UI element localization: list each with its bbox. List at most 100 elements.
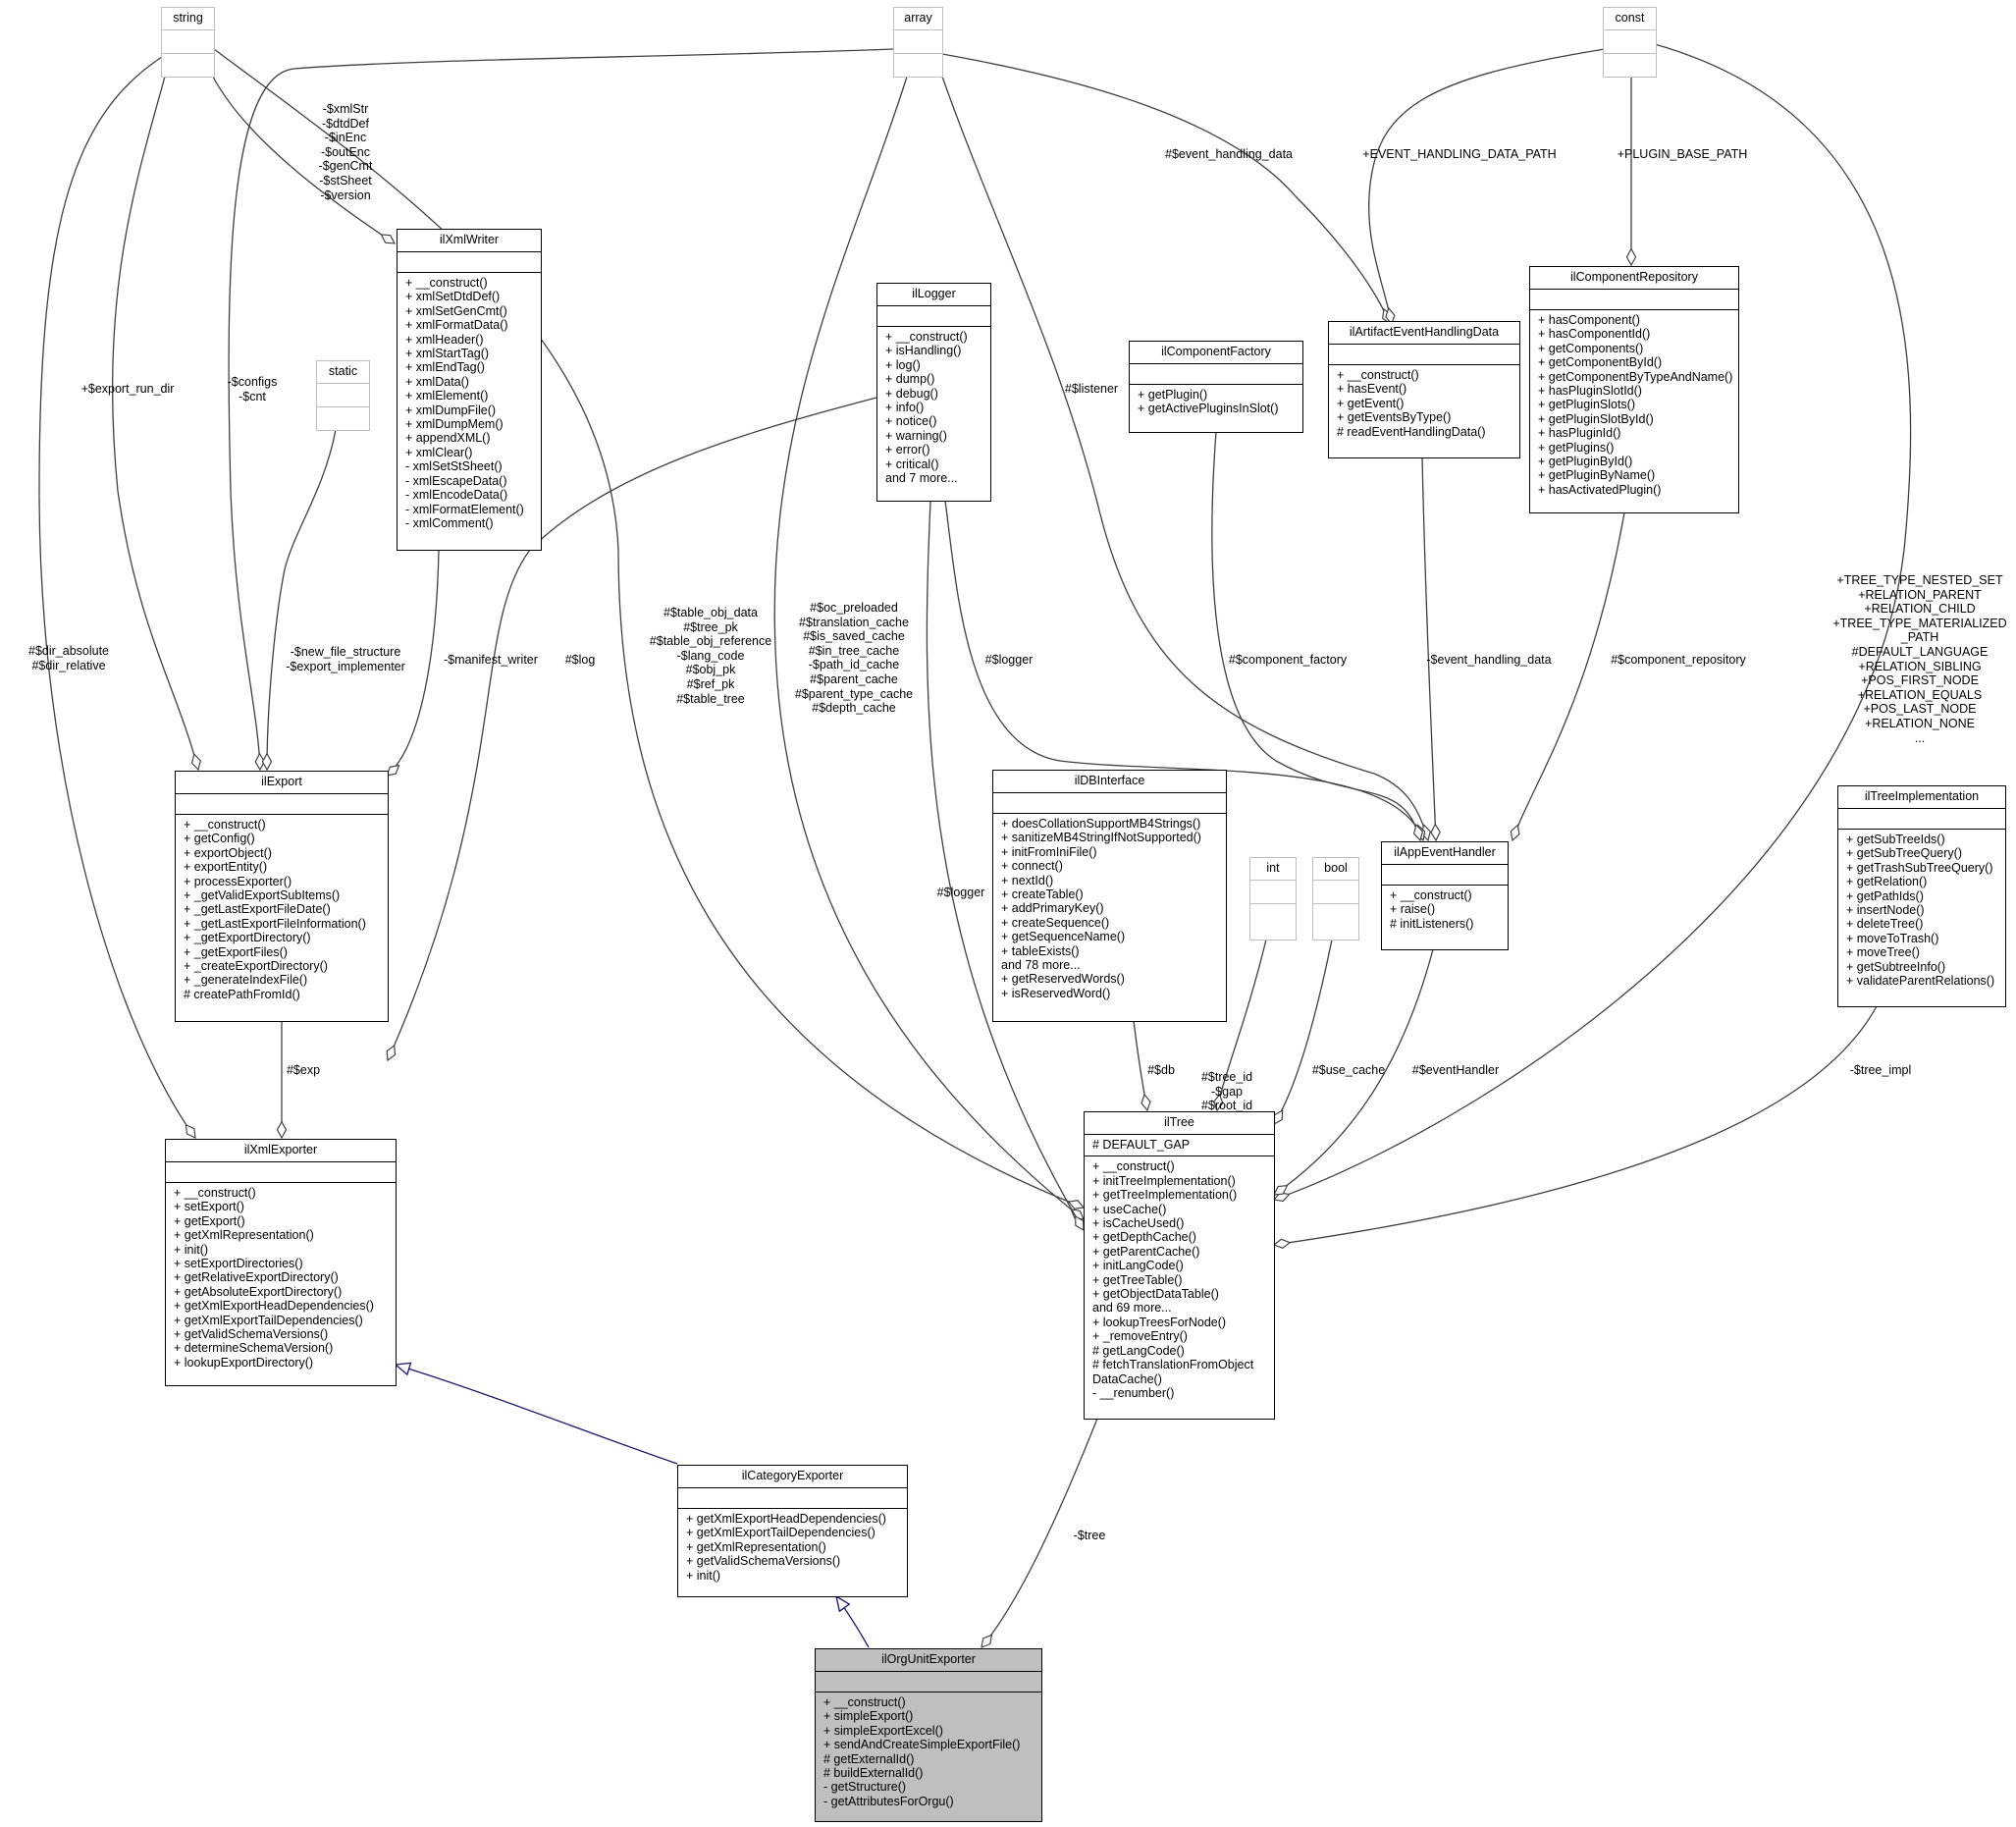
edge-label-line: -$event_handling_data — [1426, 653, 1552, 667]
edge-string-xmlexporter — [38, 56, 195, 1138]
edge-label-line: #$eventHandler — [1411, 1063, 1500, 1077]
class-member: + log() — [885, 357, 921, 372]
class-member: # readEventHandlingData() — [1337, 424, 1486, 439]
class-member: + info() — [885, 401, 925, 415]
edge-label: #$component_factory — [1229, 653, 1347, 668]
class-member: + __construct() — [1337, 368, 1419, 382]
edge-label-line: -$lang_code — [676, 648, 745, 663]
edge-label-line: #$ref_pk — [686, 676, 735, 691]
class-ilcategoryexporter[interactable]: ilCategoryExporter+ getXmlExportHeadDepe… — [677, 1465, 908, 1597]
class-name: ilComponentRepository — [1530, 267, 1738, 290]
class-name: ilCategoryExporter — [678, 1466, 907, 1488]
class-name: ilTreeImplementation — [1838, 786, 2005, 809]
edge-logger-tree — [926, 500, 1084, 1230]
edge-label: -$new_file_structure-$export_implementer — [286, 645, 405, 673]
edge-const-tree — [1274, 43, 1912, 1200]
class-member: + moveTree() — [1846, 945, 1920, 960]
edge-label-line: #$dir_relative — [31, 658, 106, 672]
class-member: + sanitizeMB4StringIfNotSupported() — [1001, 831, 1201, 845]
class-member: + getXmlRepresentation() — [686, 1539, 826, 1554]
class-member: + lookupExportDirectory() — [174, 1355, 314, 1370]
edge-label-line: #$listener — [1064, 382, 1119, 396]
class-member: - __renumber() — [1092, 1385, 1175, 1400]
edge-label-line: +RELATION_NONE — [1865, 716, 1975, 730]
class-iltreeimplementation[interactable]: ilTreeImplementation+ getSubTreeIds()+ g… — [1837, 785, 2006, 1007]
class-name: ilOrgUnitExporter — [816, 1649, 1041, 1672]
methods-section: + __construct()+ hasEvent()+ getEvent()+… — [1329, 365, 1519, 443]
methods-section: + __construct()+ raise()# initListeners(… — [1382, 886, 1508, 935]
methods-section: + doesCollationSupportMB4Strings()+ sani… — [993, 814, 1226, 1004]
class-illogger[interactable]: ilLogger+ __construct()+ isHandling()+ l… — [876, 283, 991, 502]
class-member: + debug() — [885, 386, 938, 401]
edge-string-export — [111, 76, 198, 770]
class-ilxmlexporter[interactable]: ilXmlExporter+ __construct()+ setExport(… — [165, 1139, 397, 1386]
class-ilcomponentfactory[interactable]: ilComponentFactory + getPlugin()+ getActi… — [1129, 341, 1303, 433]
edge-label-line: #$in_tree_cache — [808, 643, 900, 658]
methods-section: + __construct()+ initTreeImplementation(… — [1085, 1156, 1274, 1404]
class-member: + hasComponentId() — [1538, 327, 1651, 342]
edge-xmlwriter-export — [387, 549, 440, 776]
class-member: + getPathIds() — [1846, 888, 1924, 903]
edge-label-line: #$log — [564, 653, 596, 667]
edge-label: #$event_handling_data — [1165, 147, 1293, 162]
class-ildbinterface[interactable]: ilDBInterface+ doesCollationSupportMB4St… — [992, 770, 1227, 1022]
class-ilxmlwriter[interactable]: ilXmlWriter+ __construct()+ xmlSetDtdDef… — [397, 229, 542, 551]
attributes-section — [1838, 809, 2005, 830]
class-member: + getXmlExportTailDependencies() — [174, 1313, 363, 1327]
class-int[interactable]: int — [1249, 857, 1297, 940]
class-ilorgunitexporter[interactable]: ilOrgUnitExporter+ __construct()+ simple… — [815, 1648, 1042, 1822]
class-member: + initFromIniFile() — [1001, 844, 1097, 859]
class-member: + _generateIndexFile() — [184, 973, 308, 988]
class-member: + xmlData() — [405, 374, 469, 389]
class-member: + processExporter() — [184, 874, 292, 888]
class-ilartifacteventhandlingdata[interactable]: ilArtifactEventHandlingData+ __construct… — [1328, 321, 1520, 458]
class-member: + __construct() — [405, 276, 488, 290]
attributes-section — [1313, 881, 1358, 904]
class-name: ilTree — [1085, 1112, 1274, 1135]
class-string[interactable]: string — [161, 7, 215, 78]
class-ilappeventhandler[interactable]: ilAppEventHandler+ __construct()+ raise(… — [1381, 841, 1509, 950]
class-member: # getLangCode() — [1092, 1343, 1185, 1358]
edge-logger-export — [388, 397, 877, 1060]
methods-section: + __construct()+ xmlSetDtdDef()+ xmlSetG… — [398, 273, 541, 534]
class-iltree[interactable]: ilTree# DEFAULT_GAP+ __construct()+ init… — [1084, 1111, 1275, 1420]
edge-int-tree — [1217, 939, 1267, 1110]
class-member: + getDepthCache() — [1092, 1230, 1196, 1245]
class-ilexport[interactable]: ilExport+ __construct()+ getConfig()+ ex… — [175, 771, 389, 1022]
class-bool[interactable]: bool — [1312, 857, 1359, 940]
class-member: + hasComponent() — [1538, 313, 1640, 327]
edge-label-line: #$component_repository — [1611, 653, 1746, 667]
edge-label-line: +PLUGIN_BASE_PATH — [1617, 147, 1748, 161]
class-member: and 69 more... — [1092, 1301, 1172, 1316]
edge-label-line: #$obj_pk — [685, 663, 736, 677]
class-member: + getReservedWords() — [1001, 972, 1125, 987]
class-static[interactable]: static — [316, 360, 370, 431]
edge-string-xmlwriter — [212, 76, 395, 243]
edge-label-line: #$exp — [286, 1063, 321, 1077]
edge-label: #$oc_preloaded#$translation_cache#$is_sa… — [795, 601, 913, 716]
edge-label: #$exp — [287, 1063, 320, 1078]
class-member: and 7 more... — [885, 471, 958, 486]
class-ilcomponentrepository[interactable]: ilComponentRepository+ hasComponent()+ h… — [1529, 266, 1739, 513]
class-member: - xmlSetStSheet() — [405, 459, 503, 474]
attributes-section: # DEFAULT_GAP — [1085, 1135, 1274, 1157]
methods-section: + getPlugin()+ getActivePluginsInSlot() — [1130, 385, 1302, 420]
class-member: + getComponentById() — [1538, 355, 1663, 370]
attributes-section — [166, 1162, 396, 1183]
attributes-section — [1530, 290, 1738, 310]
class-array[interactable]: array — [893, 7, 943, 78]
class-member: + hasPluginSlotId() — [1538, 384, 1642, 399]
class-member: + useCache() — [1092, 1202, 1167, 1216]
class-name: int — [1250, 858, 1296, 881]
class-member: + getPluginByName() — [1538, 468, 1656, 483]
class-member: + _getLastExportFileDate() — [184, 902, 331, 917]
class-member: + init() — [686, 1568, 721, 1583]
class-member: # createPathFromId() — [184, 987, 300, 1001]
class-name: ilComponentFactory — [1130, 342, 1302, 364]
class-const[interactable]: const — [1603, 7, 1657, 78]
class-member: - xmlEncodeData() — [405, 488, 508, 503]
class-member: + initTreeImplementation() — [1092, 1173, 1236, 1188]
edge-label-line: +RELATION_PARENT — [1858, 587, 1982, 602]
class-member: - xmlComment() — [405, 515, 494, 530]
